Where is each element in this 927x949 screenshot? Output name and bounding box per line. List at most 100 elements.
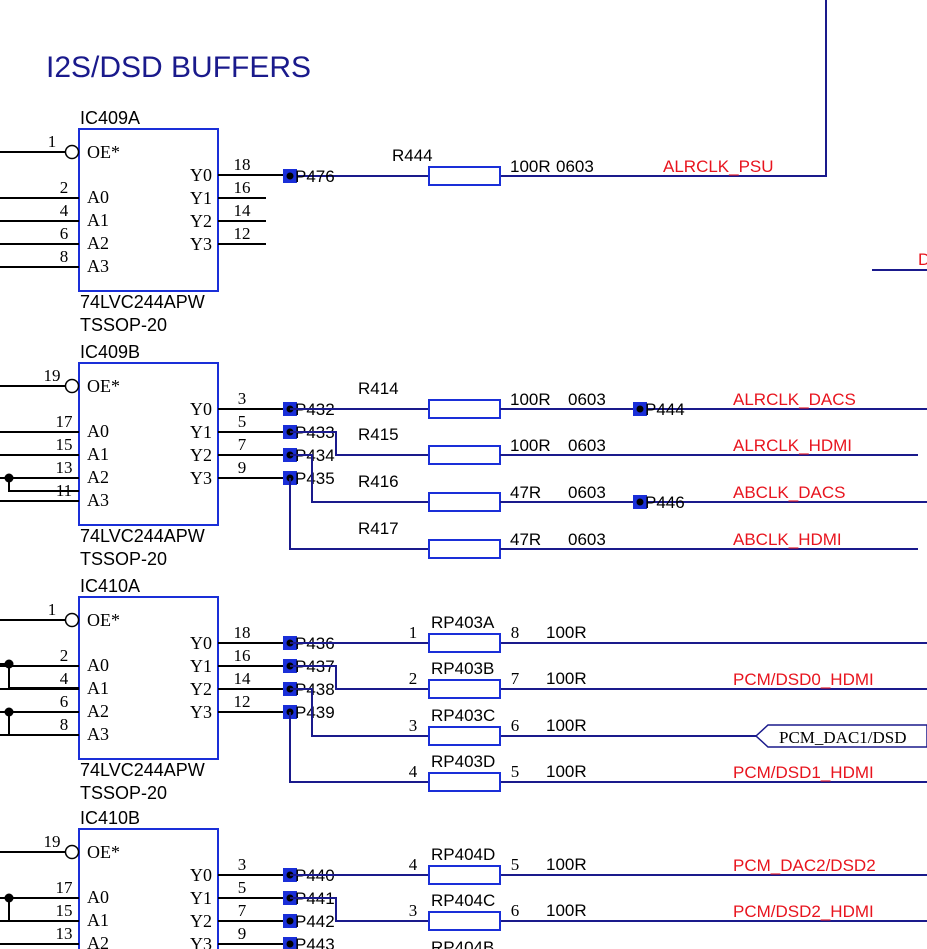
- ic-ref: IC409B: [80, 342, 140, 362]
- output-pin-name: Y3: [190, 934, 212, 949]
- oe-pin-number: 1: [48, 600, 57, 619]
- rpack-pin-out: 6: [511, 716, 520, 735]
- net-label: ALRCLK_HDMI: [733, 436, 852, 455]
- oe-pin-number: 19: [44, 832, 61, 851]
- input-pin-name: A0: [87, 887, 109, 907]
- rpack-body: [428, 679, 501, 699]
- wire-rp403c-in: [290, 688, 429, 737]
- wire-rp404c-in: [290, 897, 429, 922]
- ic-part: 74LVC244APW: [80, 292, 205, 312]
- input-pin-number: 13: [56, 924, 73, 943]
- input-pin-name: A0: [87, 421, 109, 441]
- resistor-package: 0603: [568, 390, 606, 409]
- rpack-value: 100R: [546, 669, 587, 688]
- resistor-package: 0603: [568, 530, 606, 549]
- output-pin-number: 16: [234, 178, 251, 197]
- resistor-package: 0603: [568, 436, 606, 455]
- rpack-value: 100R: [546, 762, 587, 781]
- junction-dot: [4, 659, 14, 669]
- rpack-pin-out: 8: [511, 623, 520, 642]
- input-pin-number: 17: [56, 878, 74, 897]
- output-pin-number: 5: [238, 878, 247, 897]
- rpack-pin-out: 5: [511, 855, 520, 874]
- rpack-value: 100R: [546, 623, 587, 642]
- ic-body: [78, 128, 219, 292]
- ic-part: 74LVC244APW: [80, 526, 205, 546]
- resistor-value: 47R: [510, 530, 541, 549]
- port-label: PCM_DAC1/DSD: [779, 728, 907, 747]
- wire-r416-in: [290, 454, 429, 503]
- junction-dot: [4, 707, 14, 717]
- oe-bubble: [64, 844, 80, 860]
- output-pin-name: Y2: [190, 211, 212, 231]
- input-pin-name: A1: [87, 210, 109, 230]
- input-pin-name: A1: [87, 444, 109, 464]
- input-pin-name: A2: [87, 933, 109, 949]
- rpack-ref: RP403A: [431, 613, 495, 632]
- rpack-body: [428, 726, 501, 746]
- rpack-ref: RP403D: [431, 752, 495, 771]
- output-pin-number: 3: [238, 389, 247, 408]
- ic-ref: IC410B: [80, 808, 140, 828]
- input-pin-name: A2: [87, 467, 109, 487]
- input-pin-number: 13: [56, 458, 73, 477]
- test-point-label: P435: [295, 469, 335, 488]
- input-pin-name: A3: [87, 256, 109, 276]
- test-point-dot: [636, 405, 644, 413]
- output-pin-name: Y0: [190, 865, 212, 885]
- oe-pin-number: 19: [44, 366, 61, 385]
- resistor-body: [428, 492, 501, 512]
- test-point-label: P444: [645, 400, 685, 419]
- input-pin-name: A1: [87, 910, 109, 930]
- input-pin-name: A2: [87, 233, 109, 253]
- input-pin-number: 17: [56, 412, 74, 431]
- rpack-pin-in: 3: [409, 901, 418, 920]
- output-pin-name: Y2: [190, 445, 212, 465]
- input-pin-name: A1: [87, 678, 109, 698]
- ic-body: [78, 596, 219, 760]
- net-label: ABCLK_DACS: [733, 483, 845, 502]
- oe-pin-number: 1: [48, 132, 57, 151]
- net-label: PCM/DSD0_HDMI: [733, 670, 874, 689]
- output-pin-name: Y2: [190, 911, 212, 931]
- test-point-label: P446: [645, 493, 685, 512]
- wire-rp403b-in: [290, 665, 429, 690]
- oe-pin-name: OE*: [87, 842, 120, 862]
- net-label: ALRCLK_PSU: [663, 157, 774, 176]
- resistor-value: 100R: [510, 390, 551, 409]
- input-pin-number: 4: [60, 669, 69, 688]
- rpack-pin-in: 1: [409, 623, 418, 642]
- resistor-value: 100R: [510, 157, 551, 176]
- resistor-value: 47R: [510, 483, 541, 502]
- input-pin-number: 15: [56, 901, 73, 920]
- rpack-body: [428, 633, 501, 653]
- input-pin-number: 8: [60, 715, 69, 734]
- output-pin-number: 7: [238, 435, 247, 454]
- input-pin-number: 6: [60, 224, 69, 243]
- rpack-ref: RP403C: [431, 706, 495, 725]
- ic-body: [78, 362, 219, 526]
- test-point-label: P442: [295, 912, 335, 931]
- wire-r417-in: [289, 478, 429, 550]
- oe-bubble: [64, 144, 80, 160]
- output-pin-name: Y2: [190, 679, 212, 699]
- oe-pin-name: OE*: [87, 376, 120, 396]
- test-point-label: P476: [295, 167, 335, 186]
- net-label: PCM/DSD1_HDMI: [733, 763, 874, 782]
- ic-ref: IC410A: [80, 576, 140, 596]
- output-pin-number: 9: [238, 458, 247, 477]
- ic-ref: IC409A: [80, 108, 140, 128]
- output-pin-name: Y3: [190, 468, 212, 488]
- resistor-ref: R415: [358, 425, 399, 444]
- rpack-ref: RP404D: [431, 845, 495, 864]
- sheet-title: I2S/DSD BUFFERS: [46, 51, 311, 84]
- resistor-value: 100R: [510, 436, 551, 455]
- rpack-body: [428, 772, 501, 792]
- rpack-pin-in: 2: [409, 669, 418, 688]
- output-pin-number: 12: [234, 692, 251, 711]
- rpack-pin-out: 5: [511, 762, 520, 781]
- output-pin-name: Y1: [190, 888, 212, 908]
